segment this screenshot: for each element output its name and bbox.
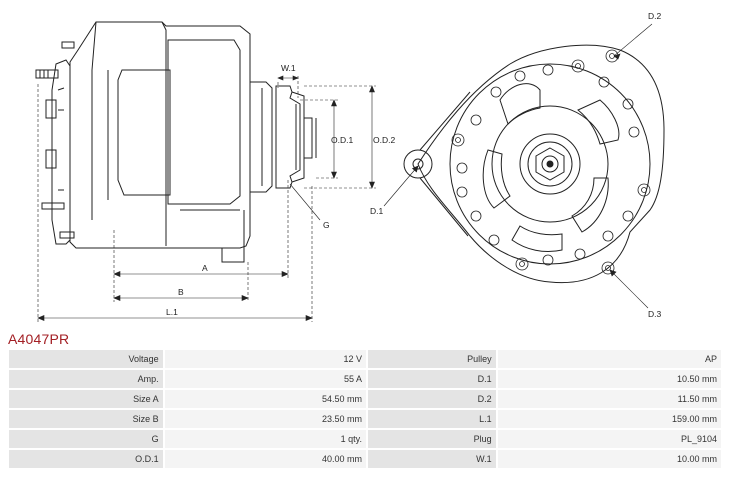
part-number: A4047PR	[8, 331, 70, 347]
spec-value: 1 qty.	[164, 430, 366, 448]
table-row: G 1 qty. Plug PL_9104	[9, 430, 721, 448]
label-g: G	[323, 220, 330, 230]
spec-label: W.1	[367, 450, 496, 468]
label-w1: W.1	[281, 63, 296, 73]
spec-label: G	[9, 430, 163, 448]
label-b: B	[178, 287, 184, 297]
spec-label: Size A	[9, 390, 163, 408]
spec-table: Voltage 12 V Pulley AP Amp. 55 A D.1 10.…	[7, 348, 723, 470]
dimension-lines	[37, 76, 376, 322]
label-l1: L.1	[166, 307, 178, 317]
spec-label: Amp.	[9, 370, 163, 388]
spec-value: 11.50 mm	[497, 390, 721, 408]
spec-value: 55 A	[164, 370, 366, 388]
spec-label: D.1	[367, 370, 496, 388]
spec-value: 54.50 mm	[164, 390, 366, 408]
label-d3: D.3	[648, 309, 662, 319]
spec-label: Voltage	[9, 350, 163, 368]
label-od2: O.D.2	[373, 135, 395, 145]
table-row: O.D.1 40.00 mm W.1 10.00 mm	[9, 450, 721, 468]
spec-value: 23.50 mm	[164, 410, 366, 428]
spec-label: L.1	[367, 410, 496, 428]
spec-value: 159.00 mm	[497, 410, 721, 428]
front-view	[383, 23, 665, 309]
spec-value: PL_9104	[497, 430, 721, 448]
alternator-technical-drawing: W.1 O.D.1 O.D.2 G A B L.1 D.1 D.2 D.3	[35, 11, 665, 322]
table-row: Amp. 55 A D.1 10.50 mm	[9, 370, 721, 388]
spec-label: O.D.1	[9, 450, 163, 468]
label-od1: O.D.1	[331, 135, 353, 145]
side-view	[35, 21, 317, 263]
table-row: Size B 23.50 mm L.1 159.00 mm	[9, 410, 721, 428]
spec-value: 40.00 mm	[164, 450, 366, 468]
spec-label: D.2	[367, 390, 496, 408]
spec-value: AP	[497, 350, 721, 368]
spec-value: 10.00 mm	[497, 450, 721, 468]
table-row: Voltage 12 V Pulley AP	[9, 350, 721, 368]
spec-label: Pulley	[367, 350, 496, 368]
spec-label: Plug	[367, 430, 496, 448]
spec-label: Size B	[9, 410, 163, 428]
label-a: A	[202, 263, 208, 273]
table-row: Size A 54.50 mm D.2 11.50 mm	[9, 390, 721, 408]
label-d1: D.1	[370, 206, 384, 216]
spec-value: 10.50 mm	[497, 370, 721, 388]
spec-value: 12 V	[164, 350, 366, 368]
label-d2: D.2	[648, 11, 662, 21]
